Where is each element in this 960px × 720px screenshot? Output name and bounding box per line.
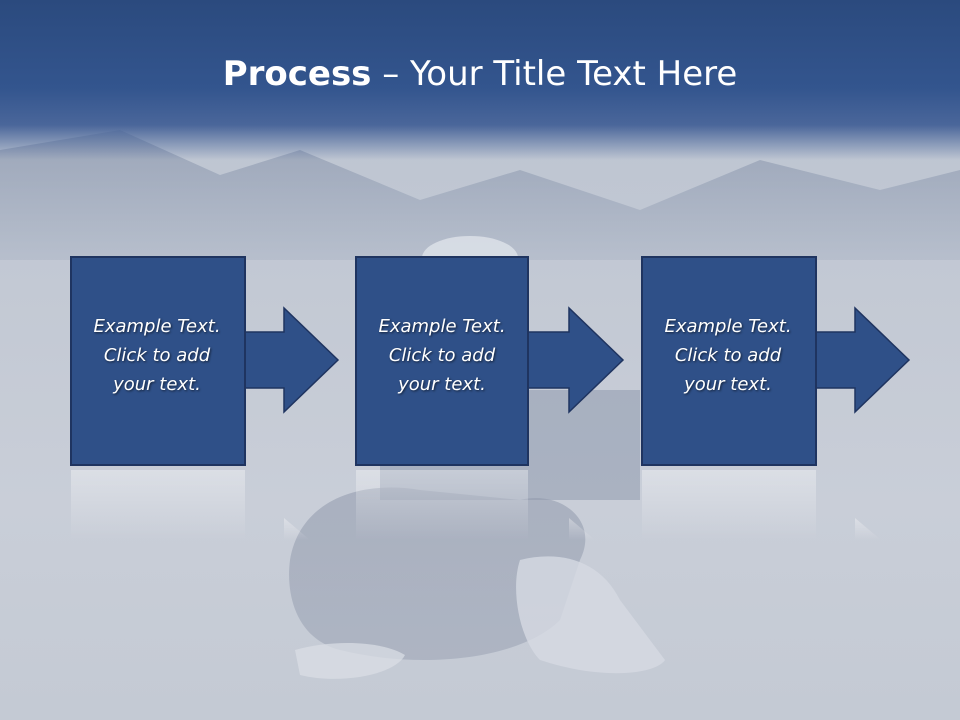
step-reflection	[70, 470, 340, 540]
process-step-2[interactable]: Example Text. Click to add your text.	[355, 256, 625, 468]
step-box	[70, 256, 246, 466]
right-arrow-icon	[526, 306, 625, 414]
step-shape	[70, 256, 340, 466]
process-step-1[interactable]: Example Text. Click to add your text.	[70, 256, 340, 468]
step-reflection	[641, 470, 911, 540]
step-text: Example Text. Click to add your text.	[664, 316, 792, 395]
step-text: Example Text. Click to add your text.	[378, 316, 506, 395]
step-reflection	[355, 470, 625, 540]
page-title[interactable]: Process – Your Title Text Here	[0, 52, 960, 96]
title-bold-part: Process	[222, 54, 372, 94]
step-text: Example Text. Click to add your text.	[93, 316, 221, 395]
step-box	[355, 256, 529, 466]
header-bar	[0, 0, 960, 160]
right-arrow-icon	[812, 306, 911, 414]
title-rest-part: – Your Title Text Here	[371, 54, 738, 94]
right-arrow-icon	[241, 306, 340, 414]
step-shape	[641, 256, 911, 466]
step-box	[641, 256, 817, 466]
process-step-3[interactable]: Example Text. Click to add your text.	[641, 256, 911, 468]
step-shape	[355, 256, 625, 466]
